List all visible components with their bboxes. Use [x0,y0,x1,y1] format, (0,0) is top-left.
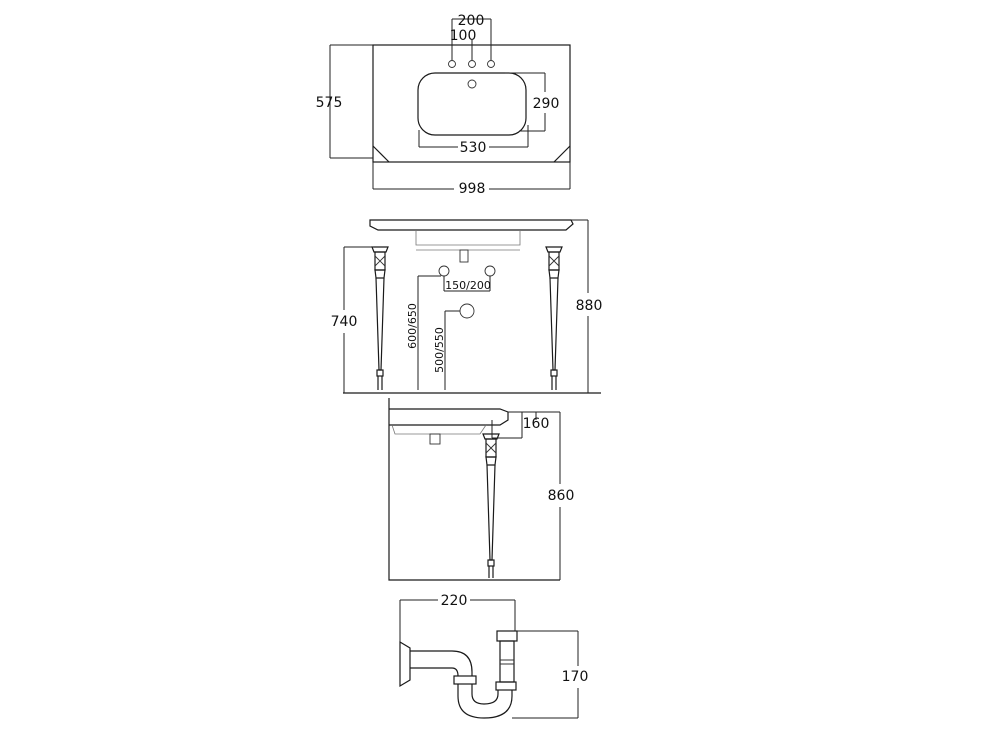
dim-top-depth: 575 [316,44,373,159]
front-view-waste [459,249,469,263]
dim-side-projection: 160 [491,411,550,439]
front-view-waste-outlet [459,303,475,319]
dim-trap-height: 170 [512,630,589,719]
dim-label: 200 [458,13,485,29]
trap-view: 220 170 [399,593,589,719]
front-view-countertop [369,219,574,231]
trap-bend-outer [451,650,473,676]
side-view-wall-floor [388,398,560,581]
front-view: 150/200 600/650 500/550 740 880 [331,219,603,394]
dim-label: 880 [576,298,603,314]
dim-front-height-a: 600/650 [406,275,441,390]
front-view-basin [415,230,521,246]
dim-front-overall-height: 880 [571,219,603,393]
top-view-tap-hole-center [468,60,476,68]
dim-bowl-depth: 290 [505,72,560,132]
trap-riser-ring [500,659,514,665]
dim-label: 998 [459,181,486,197]
dim-label: 575 [316,95,343,111]
dim-label: 860 [548,488,575,504]
dim-side-height: 860 [508,411,575,580]
top-view-basin [417,72,527,136]
dim-label: 290 [533,96,560,112]
top-view-corner-bevel-left [372,145,390,163]
top-view-tap-hole-left [448,60,456,68]
trap-riser [499,640,515,683]
dim-front-height-b: 500/550 [433,310,460,390]
side-view-basin [391,424,487,435]
front-view-leg-right [545,246,563,390]
top-view: 200 100 575 290 530 998 [316,13,571,197]
dim-label: 160 [523,416,550,432]
front-view-leg-left [371,246,389,390]
dim-front-leg-height: 740 [331,246,374,393]
dim-label: 100 [450,28,477,44]
dim-label: 170 [562,669,589,685]
dim-label: 530 [460,140,487,156]
dim-tap-spacing-inner: 100 [450,28,477,60]
dim-trap-length: 220 [399,593,516,642]
dim-overall-width: 998 [372,162,571,197]
side-view-leg [482,433,500,578]
trap-nut-right [495,681,517,691]
dim-bowl-width: 530 [418,125,529,156]
dim-label: 500/550 [433,327,446,373]
trap-u-outer [457,684,513,719]
side-view-countertop [389,408,509,426]
top-view-tap-hole-right [487,60,495,68]
trap-nut-left [453,675,477,685]
dim-label: 740 [331,314,358,330]
dim-tap-spacing-outer: 200 [451,13,492,60]
front-view-supply-left [438,265,450,277]
side-view: 160 860 [388,398,575,581]
trap-top-nut [496,630,518,642]
side-view-waste [429,433,441,445]
front-view-supply-right [484,265,496,277]
trap-wall-flange [399,640,411,688]
dim-front-tap-spacing: 150/200 [443,276,491,292]
dim-label: 220 [441,593,468,609]
trap-u-inner [471,684,499,705]
trap-bend-inner [451,667,459,677]
top-view-overflow [467,79,477,89]
top-view-corner-bevel-right [553,145,571,163]
dim-label: 150/200 [445,279,491,292]
dim-label: 600/650 [406,303,419,349]
